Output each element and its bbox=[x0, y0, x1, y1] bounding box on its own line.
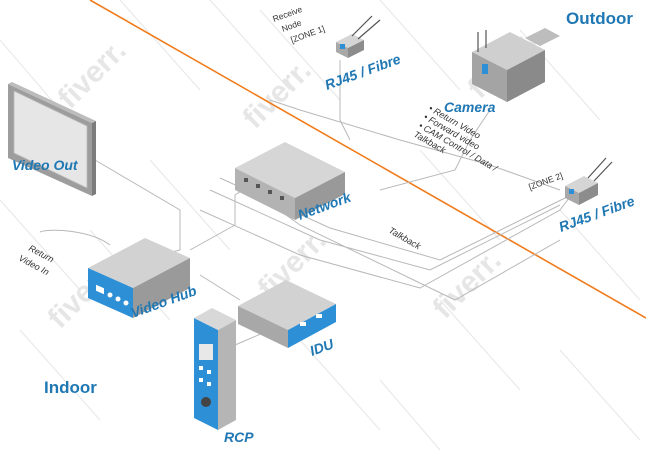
rcp-label: RCP bbox=[224, 429, 254, 445]
camera-signal-list: • Return Video • Forward video • CAM Con… bbox=[412, 103, 500, 174]
outdoor-zone-label: Outdoor bbox=[566, 9, 633, 28]
idu-device bbox=[238, 280, 336, 348]
idu-label: IDU bbox=[308, 335, 337, 359]
video-out-monitor bbox=[8, 82, 96, 196]
talkback-text: Talkback bbox=[387, 225, 423, 252]
receive-node-zone2-device bbox=[565, 157, 613, 205]
indoor-zone-label: Indoor bbox=[44, 378, 97, 397]
rj45-top-label: RJ45 / Fibre bbox=[323, 51, 403, 93]
network-switch-device bbox=[235, 142, 345, 220]
camera-label: Camera bbox=[444, 99, 496, 115]
zone-boundary-line bbox=[89, 0, 646, 319]
watermark-1: fiverr. bbox=[52, 34, 133, 115]
zone2-text: [ZONE 2] bbox=[527, 170, 564, 192]
receive-node-zone1-device bbox=[336, 15, 381, 58]
watermark-pattern bbox=[0, 0, 641, 451]
video-hub-device bbox=[88, 238, 190, 318]
video-out-label: Video Out bbox=[12, 157, 79, 173]
rcp-panel-device bbox=[194, 308, 236, 430]
watermark-5: fiverr. bbox=[427, 244, 508, 325]
camera-device bbox=[472, 28, 560, 102]
